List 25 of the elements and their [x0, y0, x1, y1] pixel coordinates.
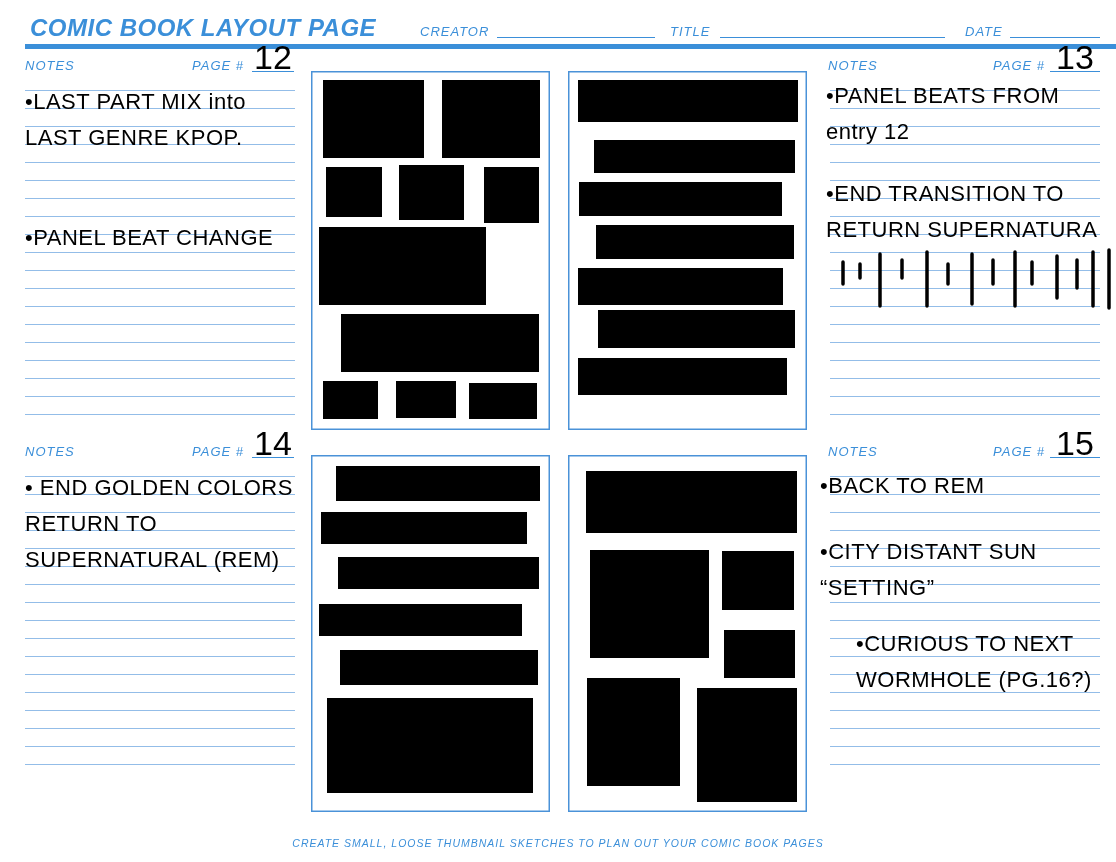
handwritten-note: •CITY DISTANT SUN “SETTING” — [820, 538, 1038, 602]
page-number-field: 13 — [1050, 40, 1100, 72]
handwritten-note: •PANEL BEAT CHANGE — [25, 224, 275, 252]
page-number-field: 15 — [1050, 426, 1100, 458]
page-number-field: 14 — [252, 426, 294, 458]
section-heading: NOTES — [25, 58, 75, 73]
handwritten-note: •LAST PART MIX into LAST GENRE KPOP. — [25, 88, 247, 152]
field-label: TITLE — [670, 24, 711, 39]
page-number-label: PAGE # — [993, 444, 1045, 459]
page-number-field: 12 — [252, 40, 294, 72]
handwritten-note: •BACK TO REM — [820, 472, 986, 500]
caption: CREATE SMALL, LOOSE THUMBNAIL SKETCHES TO PLAN OUT YOUR COMIC BOOK PAGES — [291, 836, 825, 850]
section-heading: NOTES — [828, 444, 878, 459]
handwritten-note: •END TRANSITION TO RETURN SUPERNATURA — [826, 180, 1099, 244]
page-number-label: PAGE # — [192, 58, 244, 73]
handwritten-note: •CURIOUS TO NEXT WORMHOLE (PG.16?) — [856, 630, 1093, 694]
page-number-label: PAGE # — [192, 444, 244, 459]
section-heading: NOTES — [828, 58, 878, 73]
handwritten-note: • END GOLDEN COLORS RETURN TO SUPERNATURAL (REM) — [25, 474, 294, 574]
page-title: COMIC BOOK LAYOUT PAGE — [30, 14, 377, 42]
section-heading: NOTES — [25, 444, 75, 459]
field-label: DATE — [965, 24, 1003, 39]
field-label: CREATOR — [420, 24, 490, 39]
handwritten-note: •PANEL BEATS FROM entry 12 — [826, 82, 1061, 146]
page-number-label: PAGE # — [993, 58, 1045, 73]
